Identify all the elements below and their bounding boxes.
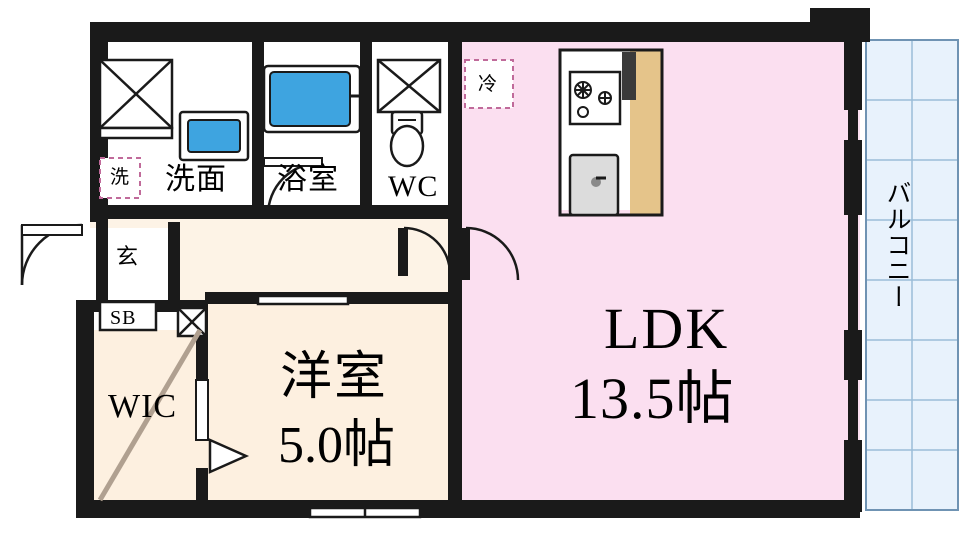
- bathroom-label: 浴室: [277, 163, 339, 196]
- windows: [256, 294, 422, 519]
- refrigerator-marker: [464, 59, 514, 109]
- vanity-icon: [178, 110, 250, 162]
- walls: [76, 8, 870, 518]
- bathtub-icon: [262, 64, 362, 134]
- bedroom-floor-fill: [205, 300, 460, 510]
- washer-marker: [99, 157, 141, 199]
- genkan-label: 玄: [116, 244, 139, 269]
- genkan-detail: [98, 300, 158, 332]
- ldk-size-label: 13.5帖: [570, 366, 735, 431]
- balcony-outline: [865, 39, 959, 511]
- closet-boxes: [98, 58, 442, 338]
- toilet-icon: [389, 110, 425, 168]
- shoebox-label: SB: [110, 307, 137, 329]
- washroom-label: 洗面: [165, 163, 227, 196]
- refrigerator-label: 冷: [478, 74, 498, 95]
- wc-room-label: WC: [388, 170, 439, 203]
- door-leaves: [263, 157, 470, 280]
- bedroom-size-label: 5.0帖: [278, 417, 396, 474]
- bedroom-room-label: 洋室: [280, 349, 389, 406]
- sink-icon: [568, 153, 620, 217]
- ldk-room-label: LDK: [604, 296, 730, 361]
- wic-room-label: WIC: [108, 388, 178, 425]
- balcony-grid: [866, 40, 958, 510]
- bedroom-door-arrow: [208, 438, 250, 474]
- stove-icon: [568, 70, 622, 126]
- wic-rail: [97, 328, 209, 502]
- balcony-label: バルコニー: [883, 180, 910, 310]
- washer-label: 洗: [110, 167, 130, 188]
